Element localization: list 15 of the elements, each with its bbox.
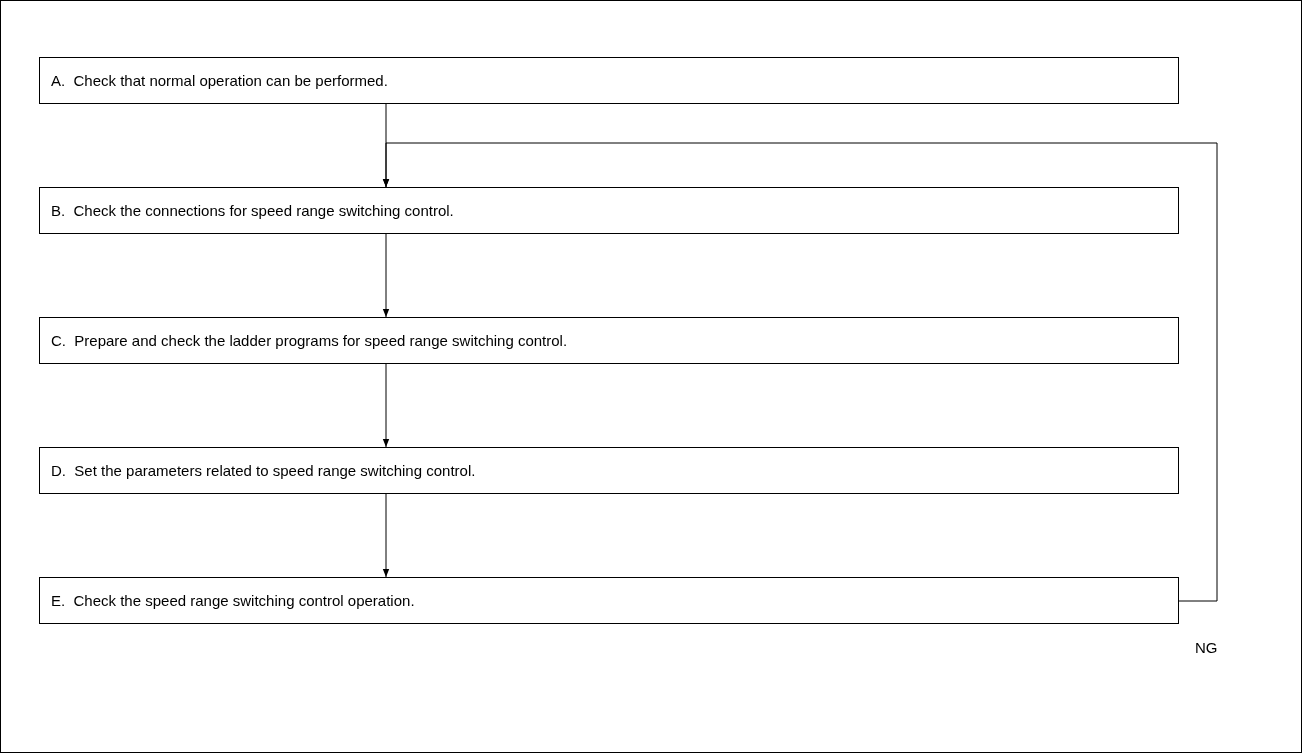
step-text: A. Check that normal operation can be performed. — [51, 72, 388, 89]
arrow — [382, 493, 390, 578]
edge-label: NG — [1195, 639, 1218, 656]
arrow — [382, 142, 1218, 602]
process-box — [39, 577, 1179, 624]
arrow — [382, 233, 390, 318]
process-box — [39, 447, 1179, 494]
process-box — [39, 317, 1179, 364]
arrow — [382, 363, 390, 448]
step-text: E. Check the speed range switching control operation. — [51, 592, 415, 609]
step-text: C. Prepare and check the ladder programs for speed range switching control. — [51, 332, 568, 349]
process-box — [39, 187, 1179, 234]
step-text: D. Set the parameters related to speed range switching control. — [51, 462, 476, 479]
process-box — [39, 57, 1179, 104]
step-text: B. Check the connections for speed range switching control. — [51, 202, 454, 219]
